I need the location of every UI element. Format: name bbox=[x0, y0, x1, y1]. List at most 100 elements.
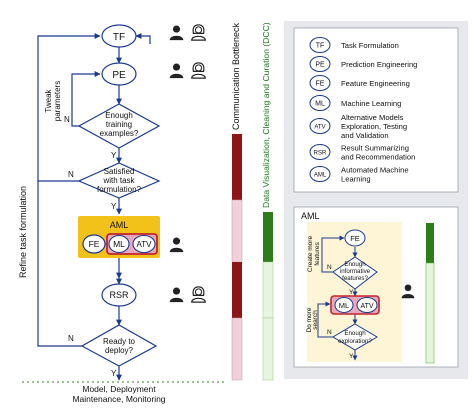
legend-label: Machine Learning bbox=[341, 99, 401, 108]
legend-item-ml: ML Machine Learning bbox=[309, 95, 401, 111]
legend-symbol bbox=[309, 75, 331, 91]
node-tf-label: TF bbox=[113, 32, 125, 43]
tweak-line-2: parameters bbox=[53, 81, 62, 121]
legend-symbol bbox=[309, 166, 331, 182]
legend-symbol bbox=[309, 56, 331, 72]
legend-abbr: TF bbox=[316, 43, 325, 50]
legend-label: Prediction Engineering bbox=[341, 60, 417, 69]
tweak-parameters-label: Tweak parameters bbox=[44, 81, 62, 121]
aml-panel-informative-1: Enough bbox=[344, 261, 366, 268]
ready-line-1: Ready to bbox=[103, 337, 136, 346]
legend-abbr: AML bbox=[314, 173, 327, 179]
aml-panel-fe: FE bbox=[350, 234, 360, 243]
flow-connectors bbox=[37, 33, 151, 381]
legend-label: and Validation bbox=[341, 131, 389, 140]
decision-satisfied: Satisfied with task formulation? bbox=[77, 162, 161, 199]
legend-abbr: ATV bbox=[314, 125, 325, 131]
woman-icon bbox=[191, 286, 206, 303]
legend-symbol bbox=[309, 144, 331, 160]
legend-label: Feature Engineering bbox=[341, 79, 410, 88]
dcc-bar-label: Data Visualization, Cleaning and Curatio… bbox=[261, 22, 271, 208]
aml-panel-n-1: N bbox=[327, 264, 332, 271]
node-rsr: RSR bbox=[101, 283, 137, 307]
aml-panel-y-1: Y bbox=[349, 289, 354, 296]
person-icon bbox=[169, 25, 184, 41]
legend-label: Alternative Models bbox=[341, 113, 404, 122]
person-icon bbox=[169, 63, 184, 79]
legend-symbol bbox=[309, 95, 331, 111]
legend-abbr: FE bbox=[316, 81, 325, 88]
decision-enough-training: Enough training examples? bbox=[77, 103, 161, 149]
aml-ml-label: ML bbox=[113, 239, 125, 249]
aml-panel-green-bar-light bbox=[425, 262, 435, 364]
do-more-1: Do more bbox=[306, 307, 313, 332]
aml-fe-label: FE bbox=[89, 239, 100, 249]
woman-icon bbox=[191, 62, 206, 79]
legend-label: Task Formulation bbox=[341, 41, 399, 50]
aml-panel-exploration-2: exploration? bbox=[338, 338, 372, 345]
aml-panel-exploration-1: Enough bbox=[344, 330, 366, 337]
satisfied-line-1: Satisfied bbox=[104, 167, 135, 176]
legend-label: Exploration, Testing bbox=[341, 122, 407, 131]
refine-task-label: Refine task formulation bbox=[18, 186, 28, 278]
ready-line-2: deploy? bbox=[105, 346, 134, 355]
legend-abbr: PE bbox=[315, 62, 325, 69]
create-more-1: Create more bbox=[307, 236, 314, 273]
legend-item-pe: PE Prediction Engineering bbox=[309, 56, 417, 72]
y-label-training: Y bbox=[111, 151, 117, 160]
aml-atv-label: ATV bbox=[137, 240, 153, 249]
person-icon bbox=[169, 287, 184, 303]
n-label-satisfied: N bbox=[68, 170, 74, 179]
aml-panel-informative-3: features? bbox=[342, 275, 368, 282]
bottom-label-line-2: Maintenance, Monitoring bbox=[72, 394, 165, 404]
enough-training-line-1: Enough bbox=[105, 111, 133, 120]
n-label-training: N bbox=[64, 115, 70, 124]
aml-block-title: AML bbox=[110, 220, 129, 230]
dcc-bar: Data Visualization, Cleaning and Curatio… bbox=[261, 22, 274, 381]
legend-symbol bbox=[309, 118, 331, 134]
y-label-satisfied: Y bbox=[111, 202, 117, 211]
communication-bar-label: Communication Bottleneck bbox=[231, 22, 241, 130]
communication-bar: Communication Bottleneck bbox=[231, 22, 243, 381]
legend-abbr: RSR bbox=[314, 151, 327, 157]
aml-panel-y-2: Y bbox=[349, 353, 354, 360]
aml-panel-rotated-labels: Create more features Do more search bbox=[306, 236, 321, 333]
legend-item-tf: TF Task Formulation bbox=[309, 37, 399, 53]
enough-training-line-2: training bbox=[106, 120, 132, 129]
legend-label: Learning bbox=[341, 175, 371, 184]
legend-symbol bbox=[309, 37, 331, 53]
aml-panel: AML FE Enough informative features? ML A… bbox=[293, 206, 459, 368]
legend-label: Result Summarizing bbox=[341, 144, 409, 153]
satisfied-line-3: formulation? bbox=[97, 185, 142, 194]
aml-panel-green-bar-dark bbox=[426, 223, 434, 263]
aml-panel-branch-labels: N Y N Y bbox=[327, 264, 354, 360]
aml-block: AML FE ML ATV bbox=[78, 216, 160, 258]
legend-label: and Recommendation bbox=[341, 153, 415, 162]
aml-panel-connectors bbox=[317, 235, 358, 361]
woman-icon bbox=[191, 24, 206, 41]
bottom-label-line-1: Model, Deployment bbox=[82, 384, 156, 394]
satisfied-line-2: with task bbox=[102, 176, 135, 185]
decision-ready: Ready to deploy? bbox=[80, 324, 158, 367]
tweak-line-1: Tweak bbox=[44, 88, 53, 112]
legend-abbr: ML bbox=[315, 101, 325, 108]
legend-item-fe: FE Feature Engineering bbox=[309, 75, 410, 91]
aml-panel-n-2: N bbox=[327, 329, 332, 336]
branch-labels: N Y N Y N Y bbox=[64, 115, 117, 378]
create-more-2: features bbox=[314, 242, 321, 266]
aml-panel-atv: ATV bbox=[360, 303, 373, 310]
aml-panel-ml: ML bbox=[339, 301, 349, 310]
node-pe: PE bbox=[101, 62, 137, 86]
node-rsr-label: RSR bbox=[109, 290, 129, 300]
node-pe-label: PE bbox=[112, 70, 126, 81]
n-label-ready: N bbox=[68, 334, 74, 343]
user-icons bbox=[169, 24, 206, 303]
y-label-ready: Y bbox=[111, 369, 117, 378]
node-tf: TF bbox=[101, 24, 137, 48]
aml-panel-informative-2: informative bbox=[340, 268, 371, 275]
